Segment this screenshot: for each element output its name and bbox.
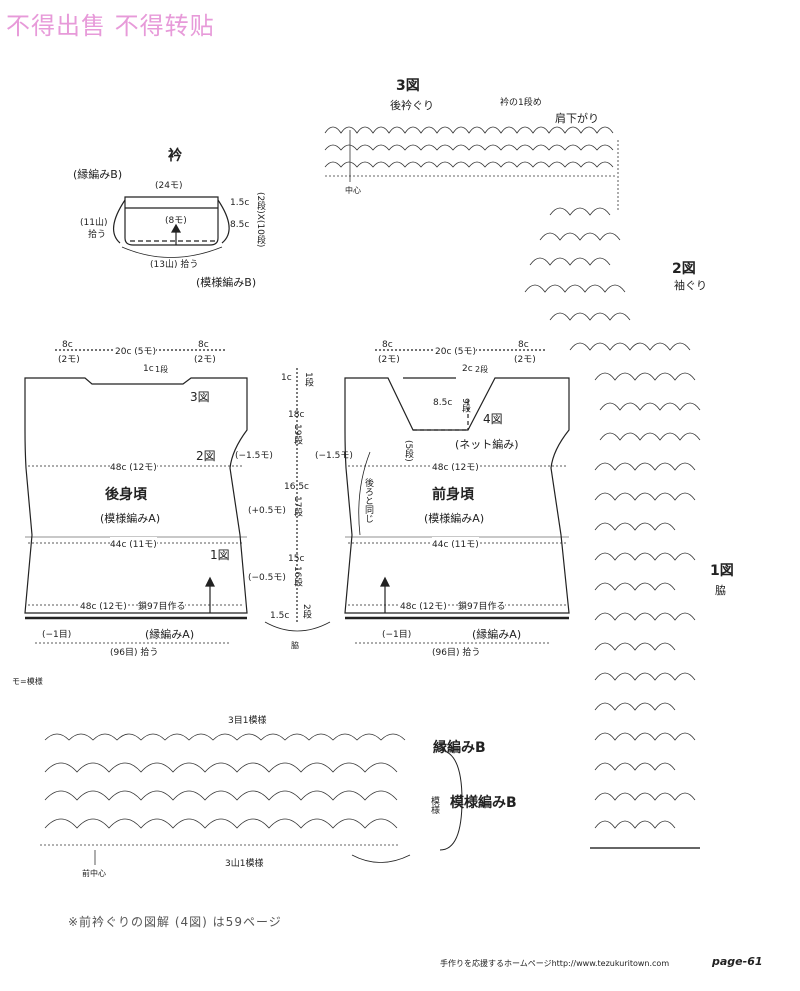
legend-text: モ=模様	[12, 677, 43, 686]
collar-pick: 拾う	[88, 230, 107, 240]
front-w44: 44c (11モ)	[432, 537, 479, 550]
front-chain: 鎖97目作る	[458, 599, 506, 612]
collar-rows: (2段)X(10段)	[255, 192, 265, 248]
back-fig1-ref: 1図	[210, 548, 230, 562]
back-w8r-st: (2モ)	[194, 355, 216, 365]
front-w8l: 8c	[382, 340, 393, 350]
collar-title: 衿	[168, 148, 182, 164]
chart-top-repeat: 3目1模様	[228, 716, 267, 726]
front-w8r-st: (2モ)	[514, 355, 536, 365]
mid-h15b: 1.5c	[270, 611, 290, 621]
mid-r17: 17段	[292, 496, 302, 517]
back-w48: 48c (12モ)	[110, 460, 157, 473]
page-note: ※前衿ぐりの図解 (4図) は59ページ	[68, 915, 282, 929]
front-neck2: 2c	[462, 364, 473, 374]
front-dec: (−1.5モ)	[315, 451, 353, 461]
back-w44: 44c (11モ)	[110, 537, 157, 550]
fig3-name: 後衿ぐり	[390, 99, 434, 112]
footer-page: page-61	[712, 955, 763, 968]
fig3-center-label: 中心	[345, 186, 361, 195]
collar-mid-stitches: (8モ)	[165, 216, 187, 226]
collar-edge-b: (縁編みB)	[73, 168, 123, 181]
back-title: 後身頃	[105, 487, 147, 503]
fig1-name: 脇	[715, 584, 726, 597]
back-fig2-ref: 2図	[196, 449, 216, 463]
fig3-number: 3図	[396, 78, 420, 94]
front-neck2r: 2段	[475, 365, 489, 374]
front-body-outline	[344, 377, 570, 614]
back-pattern: (模様編みA)	[100, 512, 161, 525]
front-pattern: (模様編みA)	[424, 512, 485, 525]
mid-minus: (−0.5モ)	[248, 573, 286, 583]
back-pick: (96目) 拾う	[110, 648, 159, 658]
chart-center-label: 前中心	[82, 869, 106, 878]
back-w8r: 8c	[198, 340, 209, 350]
mid-r2: 2段	[301, 604, 311, 619]
back-w8l: 8c	[62, 340, 73, 350]
collar-outline	[124, 196, 219, 246]
back-neck-rows: 1c	[143, 364, 154, 374]
mid-waki: 脇	[291, 641, 299, 650]
back-hem: 48c (12モ)	[80, 599, 127, 612]
front-w8l-st: (2モ)	[378, 355, 400, 365]
chart-bottom-repeat: 3山1模様	[225, 859, 264, 869]
front-edge-a: (縁編みA)	[472, 628, 522, 641]
chart-edge-b: 縁編みB	[433, 740, 486, 756]
front-rows: (5段)	[403, 440, 413, 462]
mid-h15: 15c	[288, 554, 305, 564]
mid-r19: 19段	[292, 424, 302, 445]
fig3-shoulder-label: 肩下がり	[555, 112, 599, 125]
back-dec: (−1.5モ)	[235, 451, 273, 461]
collar-left-pick: (11山)	[80, 218, 108, 228]
back-w20: 20c (5モ)	[115, 344, 157, 357]
mid-h165: 16.5c	[284, 482, 309, 492]
fig3-row1-label: 衿の1段め	[500, 98, 542, 108]
front-w20: 20c (5モ)	[435, 344, 477, 357]
back-edge-a: (縁編みA)	[145, 628, 195, 641]
front-h85: 8.5c	[433, 398, 453, 408]
front-same: 後ろと同じ	[363, 478, 373, 523]
fig2-number: 2図	[672, 261, 696, 277]
collar-h1: 1.5c	[230, 198, 250, 208]
front-w48: 48c (12モ)	[432, 460, 479, 473]
collar-top-stitches: (24モ)	[155, 181, 183, 191]
watermark: 不得出售 不得转贴	[6, 12, 215, 40]
mid-plus: (+0.5モ)	[248, 506, 286, 516]
chart-pattern-b: 模様編みB	[450, 795, 517, 811]
front-w8r: 8c	[518, 340, 529, 350]
front-r9: 9段	[460, 398, 470, 413]
front-fig4: 4図	[483, 412, 503, 426]
chart-pattern-side: 模様	[429, 796, 439, 814]
mid-h1: 1c	[281, 373, 292, 383]
collar-h2: 8.5c	[230, 220, 250, 230]
front-minus1: (−1目)	[382, 630, 412, 640]
footer-site: 手作りを応援するホームページhttp://www.tezukuritown.co…	[440, 959, 670, 968]
fig2-name: 袖ぐり	[674, 279, 707, 292]
collar-pattern-b: (模様編みB)	[196, 276, 257, 289]
front-net: (ネット編み)	[455, 438, 519, 451]
fig1-number: 1図	[710, 563, 734, 579]
back-minus1: (−1目)	[42, 630, 72, 640]
mid-r16: 16段	[292, 566, 302, 587]
front-pick: (96目) 拾う	[432, 648, 481, 658]
back-w8l-st: (2モ)	[58, 355, 80, 365]
back-chain: 鎖97目作る	[138, 599, 186, 612]
front-title: 前身頃	[432, 487, 474, 503]
back-fig3-ref: 3図	[190, 390, 210, 404]
back-body-outline	[24, 377, 248, 614]
back-neck-row-st: 1段	[155, 365, 169, 374]
collar-bottom-pick: (13山) 拾う	[150, 260, 199, 270]
front-hem: 48c (12モ)	[400, 599, 447, 612]
mid-r1: 1段	[303, 372, 313, 387]
mid-h18: 18c	[288, 410, 305, 420]
